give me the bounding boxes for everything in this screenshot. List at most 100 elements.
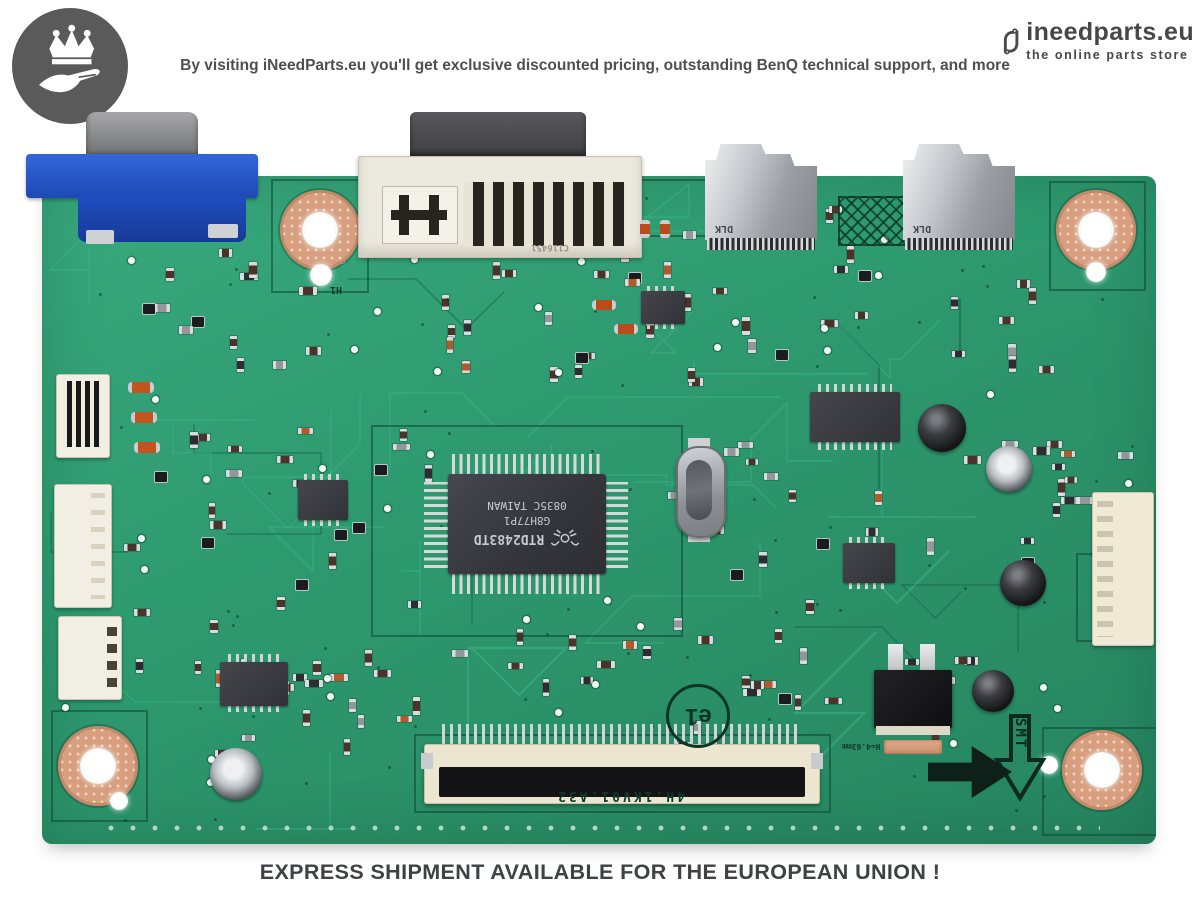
smd-component <box>927 537 935 555</box>
test-point <box>318 464 326 472</box>
smd-component <box>833 266 849 273</box>
silkscreen-board-number: 4H.1KV01.A32 <box>555 788 685 803</box>
mounting-hole-top-right <box>1056 190 1136 270</box>
mounting-hole-small-3 <box>110 792 128 810</box>
main-chip-pins-left <box>424 482 448 568</box>
smd-component <box>242 734 255 742</box>
test-point <box>151 396 159 404</box>
capacitor-4 <box>972 670 1014 712</box>
dpak-transistor <box>874 670 952 728</box>
hdmi-connector-1: DLK <box>705 144 817 240</box>
smd-component <box>226 470 242 477</box>
via <box>628 487 632 491</box>
flash-pins-bottom <box>818 440 892 450</box>
mounting-hole-small-1 <box>310 264 332 286</box>
test-point <box>427 450 435 458</box>
via <box>305 782 309 786</box>
smd-component <box>763 472 779 480</box>
smd-component <box>165 267 174 281</box>
smd-component <box>625 279 640 286</box>
smd-component <box>357 714 365 729</box>
via <box>591 449 595 453</box>
vga-dsub-shell <box>86 112 198 158</box>
lvds-pins <box>442 724 800 746</box>
smd-component <box>1021 538 1035 545</box>
smd-component <box>210 619 218 634</box>
dvi-slot <box>391 210 447 220</box>
header-tagline: By visiting iNeedParts.eu you'll get exc… <box>180 57 1010 74</box>
trace <box>792 631 877 755</box>
via <box>748 673 752 677</box>
ffc-left-teeth <box>63 381 101 447</box>
smd-component <box>154 303 170 312</box>
sot23-transistor <box>155 471 168 482</box>
header-right-slots <box>1097 501 1113 637</box>
smt-arrow-icon <box>993 714 1047 802</box>
smd-component <box>738 442 753 449</box>
test-point <box>534 303 542 311</box>
pcb-traces <box>48 179 1156 836</box>
smd-component <box>501 269 517 278</box>
silkscreen-height-note: H=4.63mm <box>842 742 881 751</box>
crown-hand-logo <box>12 8 128 124</box>
smd-component <box>825 697 843 705</box>
soic-pins <box>304 518 342 526</box>
crystal-pad-top <box>688 438 710 448</box>
via <box>773 538 777 542</box>
lvds-slot <box>439 767 805 797</box>
test-point <box>713 343 721 351</box>
smd-component <box>542 679 550 696</box>
test-point <box>577 257 585 265</box>
vga-foot-right <box>208 224 238 238</box>
via <box>621 383 625 387</box>
smd-component <box>441 295 449 310</box>
test-point <box>950 739 958 747</box>
smd-component <box>1017 280 1030 288</box>
via <box>768 717 772 721</box>
smd-component <box>329 673 348 681</box>
via <box>1101 297 1105 301</box>
via <box>856 326 860 330</box>
smt-arrow-text: SMT <box>1012 718 1028 750</box>
smd-component <box>298 287 317 295</box>
smd-component <box>218 249 233 258</box>
test-point <box>140 565 148 573</box>
smd-component <box>303 710 310 726</box>
test-point <box>351 346 359 354</box>
e-mark-circle: e1 <box>666 684 730 748</box>
crystal-inner <box>686 460 712 520</box>
via <box>566 607 570 611</box>
smd-component <box>1117 452 1133 460</box>
flash-pins-top <box>818 384 892 394</box>
via <box>686 656 690 660</box>
sot23-transistor <box>192 316 205 327</box>
smd-component <box>240 272 258 280</box>
smd-component <box>806 599 814 614</box>
header-connector-4pin <box>58 616 122 700</box>
smd-component <box>759 552 767 568</box>
trace <box>836 318 942 380</box>
via <box>324 647 328 651</box>
trace <box>48 238 90 305</box>
test-point <box>604 596 611 604</box>
smd-component <box>425 465 432 482</box>
test-point <box>127 257 135 265</box>
via <box>775 611 779 615</box>
sot23-transistor <box>816 538 829 549</box>
test-point <box>1040 684 1048 692</box>
via <box>213 818 217 822</box>
crown-hand-icon <box>39 24 100 93</box>
smd-component <box>713 288 727 295</box>
smd-component <box>215 670 223 687</box>
sot23-transistor <box>352 523 365 534</box>
test-point <box>323 675 331 683</box>
via <box>986 285 990 289</box>
smd-component <box>277 597 286 611</box>
trace <box>466 646 569 723</box>
soic-pins <box>849 581 889 589</box>
smd-component <box>1051 463 1065 470</box>
via <box>236 615 240 619</box>
hdmi-connector-2: DLK <box>903 144 1015 240</box>
via <box>644 197 648 201</box>
vga-foot-left <box>86 230 114 244</box>
